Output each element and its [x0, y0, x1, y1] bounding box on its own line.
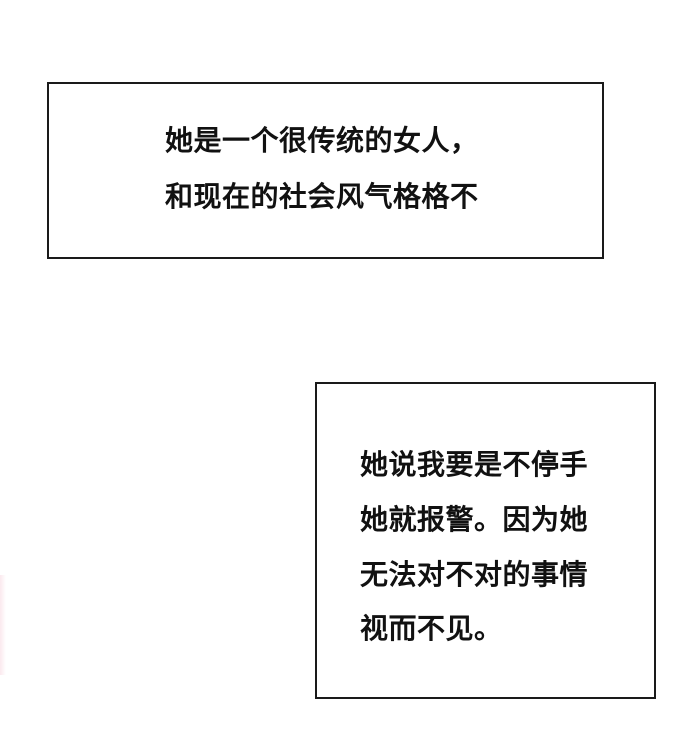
caption-box-top: 她是一个很传统的女人， 和现在的社会风气格格不	[47, 82, 604, 259]
caption-box-bottom: 她说我要是不停手 她就报警。因为她 无法对不对的事情 视而不见。	[315, 382, 656, 699]
caption-line: 她就报警。因为她	[360, 503, 589, 536]
left-edge-tint	[0, 575, 6, 675]
caption-line: 视而不见。	[360, 612, 503, 645]
caption-line: 她说我要是不停手	[360, 448, 589, 481]
caption-line: 和现在的社会风气格格不	[165, 180, 479, 213]
caption-line: 无法对不对的事情	[360, 558, 589, 591]
caption-line: 她是一个很传统的女人，	[165, 124, 479, 157]
